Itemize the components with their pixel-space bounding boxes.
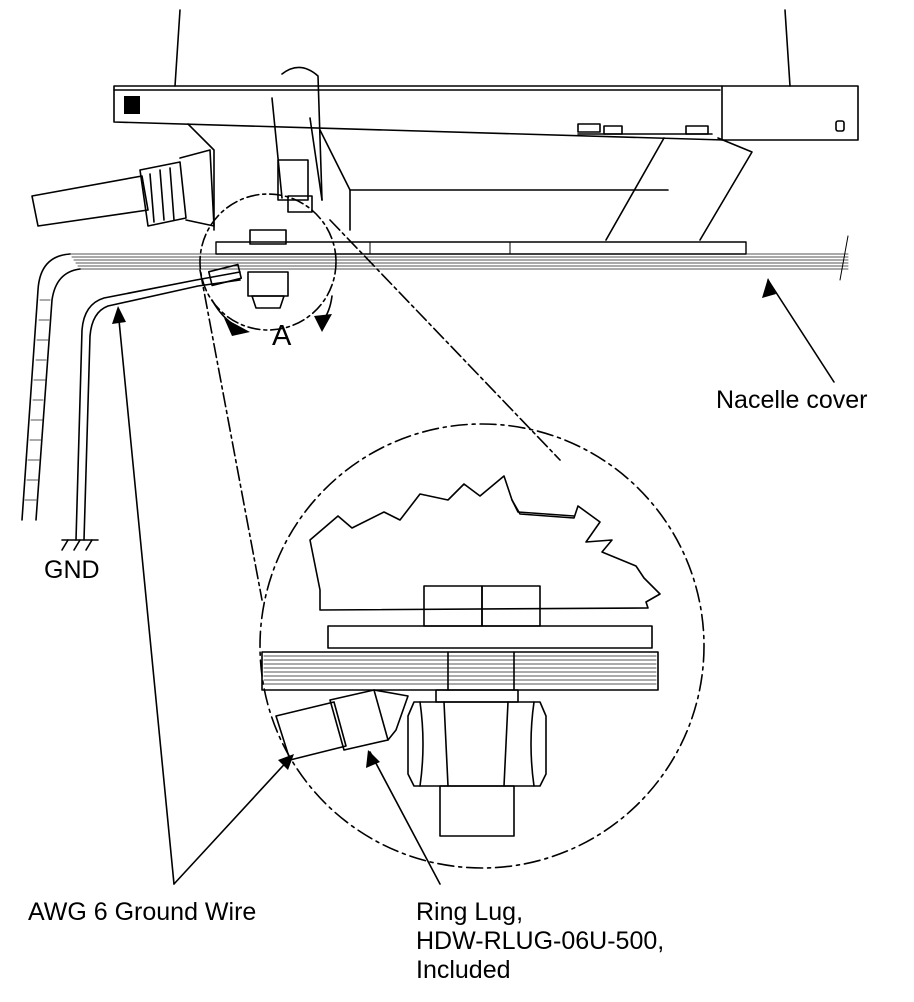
clamp-bracket [271,66,323,213]
ring-lug-label-line3: Included [416,955,511,984]
leader-arrowheads [112,278,776,770]
ring-lug-label-line2: HDW-RLUG-06U-500, [416,926,665,955]
cable-gland [31,149,215,227]
support-lines [174,9,791,87]
gnd-symbol [61,539,99,551]
upper-housing [113,85,859,241]
detail-marker-label: A [272,320,292,352]
ground-wire [75,263,243,541]
leader-lines [117,279,835,885]
gnd-label: GND [44,556,100,584]
detail-marker-circle [199,193,337,331]
nacelle-cover-label: Nacelle cover [716,386,868,414]
nacelle-cover-plate [21,235,849,521]
detail-view-circle [259,423,705,869]
ring-lug-label-line1: Ring Lug, [416,898,524,926]
detail-view-contents [261,475,661,837]
awg-ground-wire-label: AWG 6 Ground Wire [28,898,257,926]
bolt-assembly [247,229,289,309]
projection-lines [199,219,561,601]
detail-arrows [211,295,333,336]
ring-lug-label: Ring Lug, HDW-RLUG-06U-500, Included [416,898,664,984]
